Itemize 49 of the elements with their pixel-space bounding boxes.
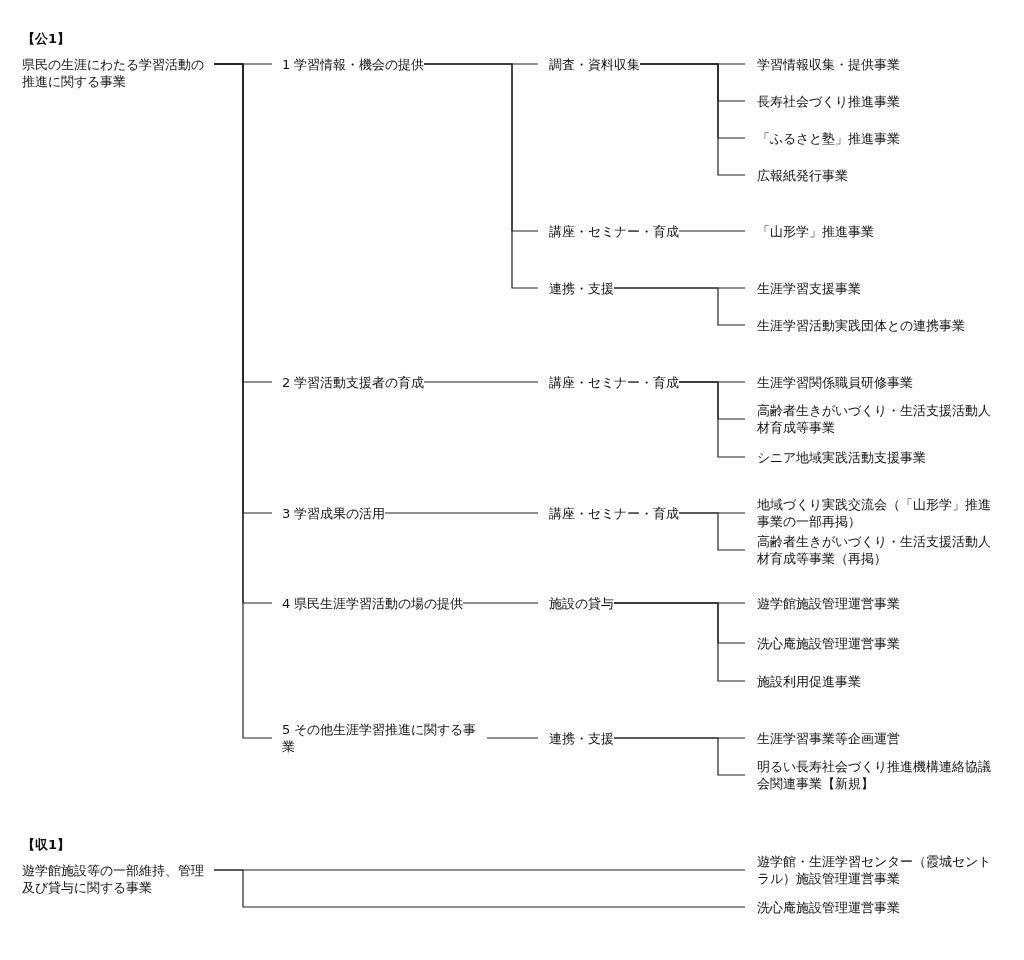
item-label: 調査・資料収集 <box>538 55 640 73</box>
item-label: 遊学館・生涯学習センター（霞城セントラル）施設管理運営事業 <box>745 853 1000 887</box>
item-label: 連携・支援 <box>538 279 614 297</box>
item-label: 4 県民生涯学習活動の場の提供 <box>272 594 464 612</box>
section-heading: 【収1】 <box>22 836 71 854</box>
item-label: 洗心庵施設管理運営事業 <box>745 898 900 916</box>
item-label: 遊学館施設等の一部維持、管理及び貸与に関する事業 <box>22 861 214 896</box>
item-label: 1 学習情報・機会の提供 <box>272 55 425 73</box>
item-label: シニア地域実践活動支援事業 <box>745 448 926 466</box>
tree-connector <box>639 63 746 176</box>
tree-connector <box>462 602 539 604</box>
tree-connector <box>678 381 746 458</box>
item-label: 「ふるさと塾」推進事業 <box>745 129 900 147</box>
section-heading: 【公1】 <box>22 30 71 48</box>
item-label: 学習情報収集・提供事業 <box>745 55 900 73</box>
item-label: 遊学館施設管理運営事業 <box>745 594 900 612</box>
tree-connector <box>423 63 539 289</box>
tree-connector <box>213 63 273 739</box>
item-label: 講座・セミナー・育成 <box>538 504 679 522</box>
item-label: 施設の貸与 <box>538 594 614 612</box>
item-label: 洗心庵施設管理運営事業 <box>745 634 900 652</box>
tree-connector <box>678 512 746 551</box>
tree-connector <box>678 230 746 232</box>
item-label: 「山形学」推進事業 <box>745 222 874 240</box>
item-label: 生涯学習支援事業 <box>745 279 861 297</box>
item-label: 生涯学習活動実践団体との連携事業 <box>745 316 965 334</box>
tree-connector <box>213 869 746 908</box>
tree-connector <box>613 287 746 326</box>
item-label: 明るい長寿社会づくり推進機構連絡協議会関連事業【新規】 <box>745 758 1000 792</box>
item-label: 高齢者生きがいづくり・生活支援活動人材育成等事業（再掲） <box>745 533 1000 567</box>
item-label: 講座・セミナー・育成 <box>538 222 679 240</box>
tree-connector <box>423 381 539 383</box>
item-label: 広報紙発行事業 <box>745 166 848 184</box>
item-label: 3 学習成果の活用 <box>272 504 386 522</box>
item-label: 講座・セミナー・育成 <box>538 373 679 391</box>
item-label: 長寿社会づくり推進事業 <box>745 92 900 110</box>
tree-connector <box>613 737 746 776</box>
item-label: 高齢者生きがいづくり・生活支援活動人材育成等事業 <box>745 402 1000 436</box>
item-label: 生涯学習関係職員研修事業 <box>745 373 913 391</box>
tree-connector <box>486 737 539 739</box>
item-label: 2 学習活動支援者の育成 <box>272 373 425 391</box>
item-label: 施設利用促進事業 <box>745 672 861 690</box>
item-label: 5 その他生涯学習推進に関する事業 <box>272 721 487 755</box>
item-label: 連携・支援 <box>538 729 614 747</box>
item-label: 県民の生涯にわたる学習活動の推進に関する事業 <box>22 55 214 90</box>
tree-connector <box>613 602 746 682</box>
tree-connector <box>384 512 539 514</box>
item-label: 生涯学習事業等企画運営 <box>745 729 900 747</box>
item-label: 地域づくり実践交流会（「山形学」推進事業の一部再掲） <box>745 496 1000 530</box>
